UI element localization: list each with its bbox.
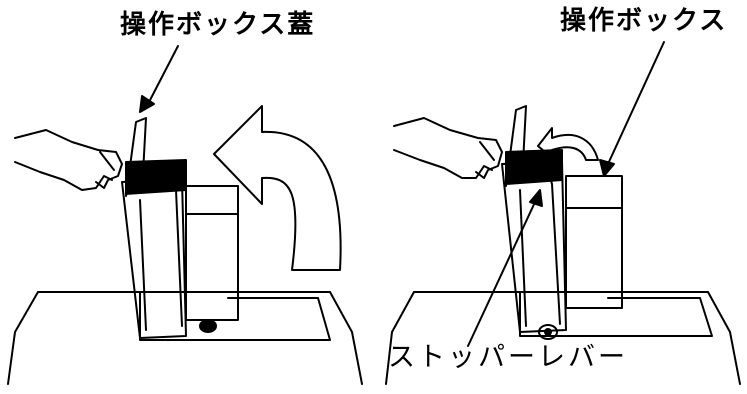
left-caster	[199, 319, 217, 333]
right-fold-lines	[519, 169, 561, 327]
left-box-right	[185, 185, 239, 321]
left-lid-black	[125, 159, 187, 195]
right-lid-plate	[505, 105, 527, 187]
lid-label: 操作ボックス蓋	[120, 10, 316, 40]
left-lid-arrowhead	[139, 95, 155, 113]
right-box-arrowhead	[599, 159, 615, 177]
left-rotate-arrow	[213, 105, 342, 271]
right-hand	[393, 117, 503, 179]
left-hand	[14, 129, 123, 191]
left-panel	[7, 45, 363, 385]
left-table-edge	[139, 291, 331, 341]
right-stopper-arrowhead	[529, 189, 543, 207]
right-caster-hub	[544, 328, 552, 336]
left-lid-plate	[125, 117, 147, 197]
box-label: 操作ボックス	[560, 6, 728, 36]
right-box-right	[565, 175, 623, 309]
left-fold-lines	[139, 175, 183, 331]
right-box-leader	[607, 41, 665, 165]
right-stopper-leader	[467, 199, 537, 347]
left-lid-leader	[147, 45, 179, 105]
right-panel	[385, 41, 741, 385]
right-rotate-arrow	[537, 127, 599, 161]
right-table	[385, 291, 741, 385]
right-lid-black	[505, 149, 563, 185]
right-table-edge	[519, 291, 713, 337]
stopper-lever-label: ストッパーレバー	[388, 342, 628, 373]
left-table	[7, 291, 363, 385]
right-caster	[538, 324, 558, 340]
